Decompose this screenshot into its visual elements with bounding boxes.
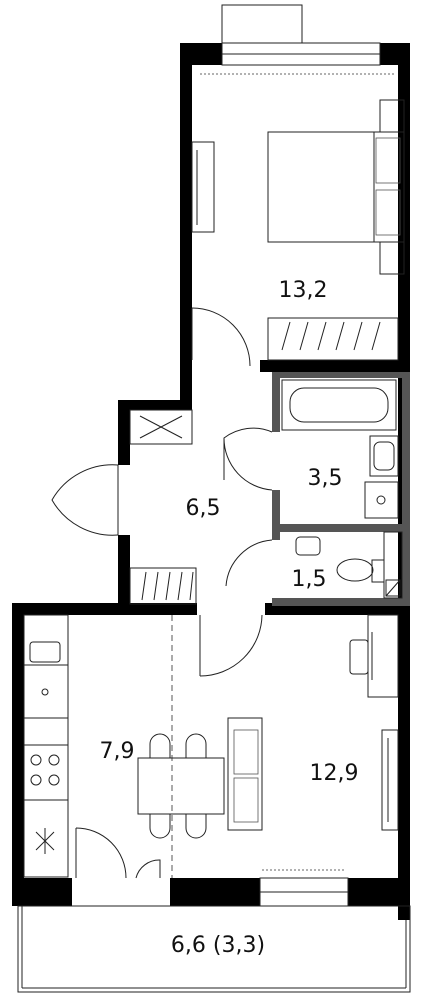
kitchen-counter: [23, 614, 69, 878]
entrance-door: [51, 464, 119, 536]
hall-wardrobe: [129, 567, 197, 605]
hall-cabinet: [129, 409, 193, 445]
sofa: [227, 717, 263, 831]
bedroom-window: [200, 4, 395, 75]
living-door: [199, 614, 263, 677]
tv-stand: [381, 729, 399, 831]
bed: [267, 99, 405, 275]
living-window: [259, 869, 349, 907]
bathroom-door: [223, 427, 273, 491]
toilet-area-label: 1,5: [292, 567, 327, 592]
bathtub: [281, 379, 397, 431]
toilet-fixtures: [295, 531, 403, 599]
hall-area-label: 6,5: [186, 496, 221, 521]
dining-table: [137, 733, 225, 839]
desk: [349, 614, 399, 698]
bedroom-closet: [267, 317, 399, 361]
exterior-walls: [12, 43, 410, 920]
balcony: [17, 905, 411, 993]
wardrobe-bedroom: [191, 141, 215, 233]
bathroom-area-label: 3,5: [308, 466, 343, 491]
balcony-area-label: 6,6 (3,3): [171, 933, 265, 958]
bedroom-door: [191, 307, 251, 367]
toilet-door: [225, 539, 273, 587]
bedroom-area-label: 13,2: [279, 278, 328, 303]
bathroom-sink: [369, 435, 399, 477]
bathroom-partitions: [272, 372, 410, 606]
living-room-area-label: 12,9: [310, 761, 359, 786]
balcony-door-kitchen: [75, 827, 161, 879]
kitchen-area-label: 7,9: [100, 739, 135, 764]
washing-machine: [364, 481, 399, 519]
